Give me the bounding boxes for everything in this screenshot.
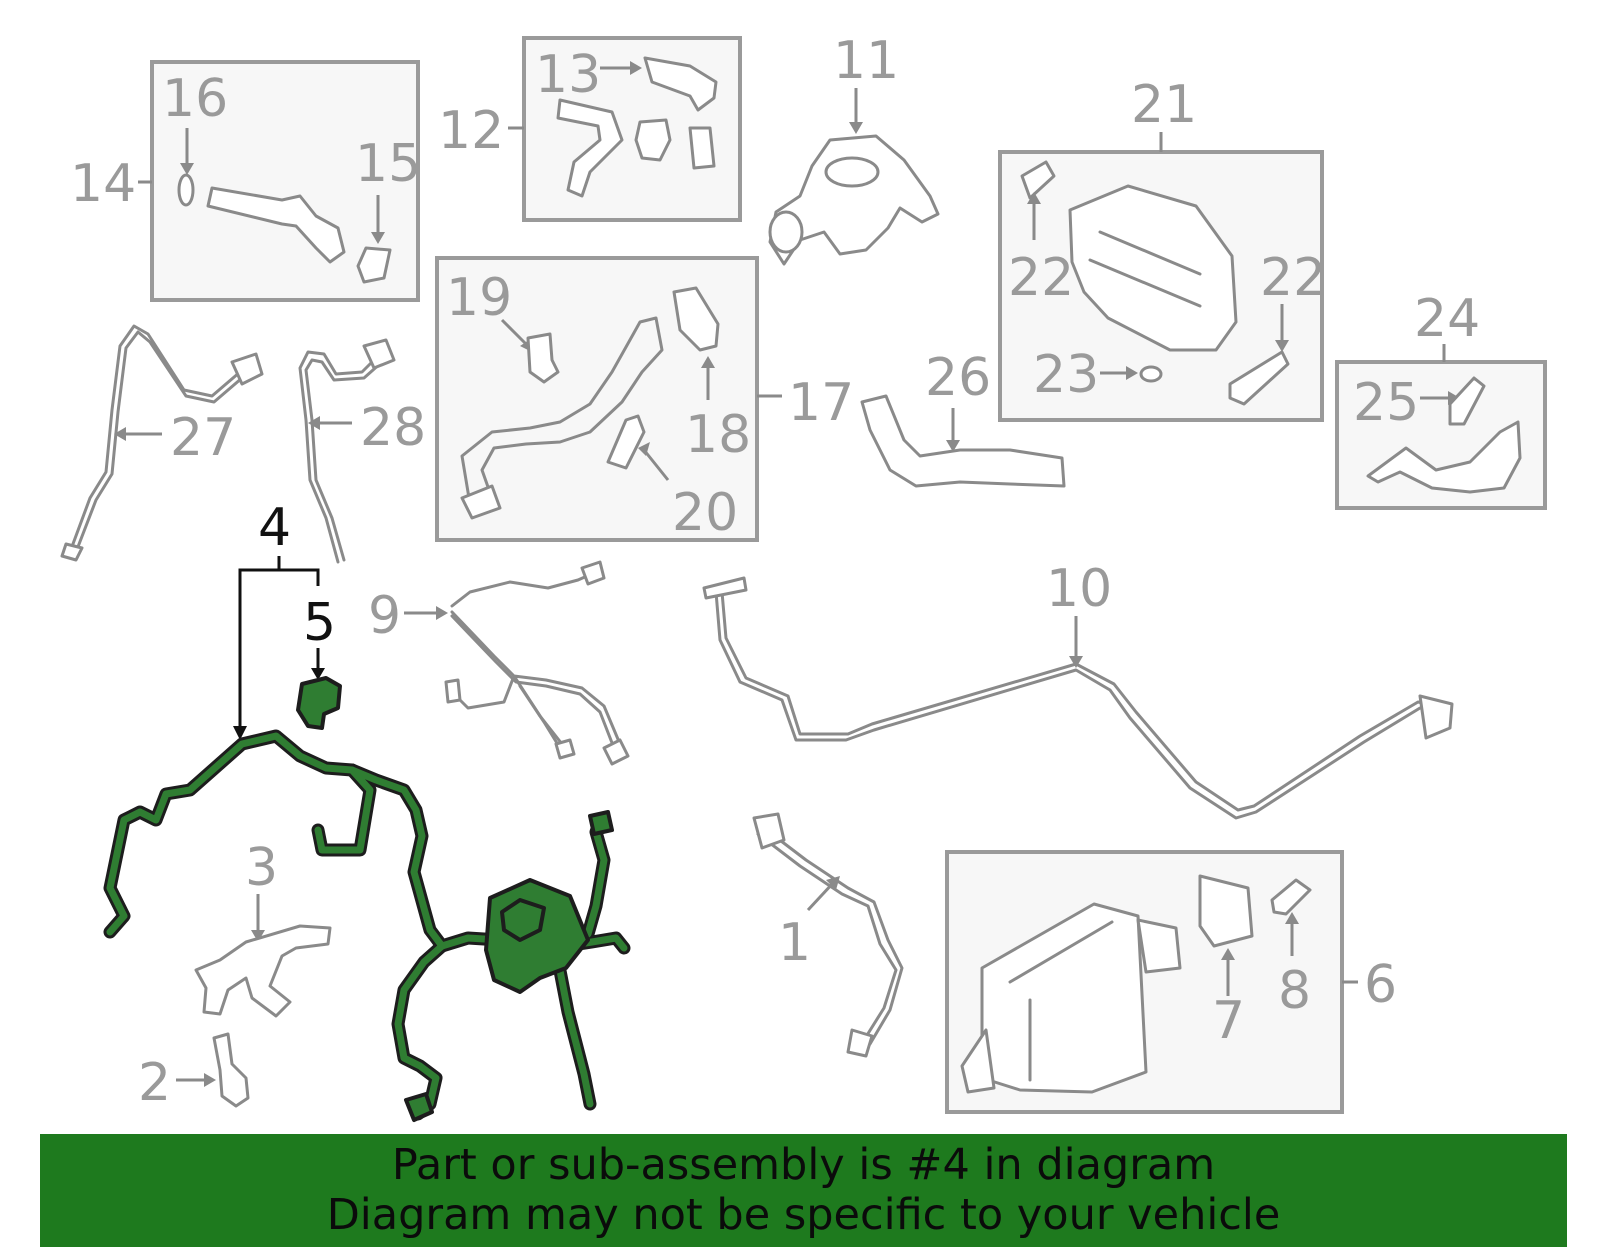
part-9[interactable]: 9 (368, 560, 630, 766)
oxygen-sensor-27 (68, 324, 242, 554)
callout-22a: 22 (1008, 248, 1074, 308)
group-box-17[interactable]: 17 19 18 20 (435, 256, 854, 543)
group-box-12[interactable]: 12 13 (438, 36, 742, 222)
module-7 (1198, 874, 1254, 948)
part-4-highlight[interactable]: 4 5 (103, 498, 631, 1122)
callout-22b: 22 (1260, 248, 1326, 308)
callout-14: 14 (70, 154, 136, 214)
callout-10: 10 (1046, 559, 1112, 619)
group-box-6[interactable]: 6 7 8 (945, 850, 1397, 1114)
part-3[interactable]: 3 (194, 838, 332, 1018)
part-26[interactable]: 26 (860, 348, 1066, 488)
part-27[interactable]: 27 (60, 324, 264, 562)
callout-17: 17 (788, 373, 854, 433)
callout-6: 6 (1364, 955, 1397, 1015)
pressure-sensor-13 (643, 56, 718, 112)
callout-20: 20 (672, 483, 738, 543)
callout-27: 27 (170, 408, 236, 468)
callout-23: 23 (1033, 345, 1099, 405)
harness-9 (450, 570, 622, 746)
banner-line-1: Part or sub-assembly is #4 in diagram (391, 1140, 1216, 1190)
callout-25: 25 (1353, 373, 1419, 433)
callout-5: 5 (303, 593, 336, 653)
clip (688, 126, 716, 170)
callout-4: 4 (258, 498, 291, 558)
wiring-harness-4 (103, 729, 631, 1122)
hose-3 (194, 924, 332, 1018)
gasket-22b (1228, 350, 1290, 406)
part-28[interactable]: 28 (298, 338, 426, 564)
group-box-21[interactable]: 21 22 22 23 (998, 75, 1326, 422)
sensor-19 (526, 332, 560, 384)
callout-12: 12 (438, 101, 504, 161)
sensor-5 (296, 676, 342, 730)
gasket-18 (672, 286, 720, 352)
callout-18: 18 (685, 405, 751, 465)
callout-9: 9 (368, 586, 401, 646)
egr-tube-24 (1366, 420, 1522, 494)
callout-2: 2 (138, 1053, 171, 1113)
line-10 (714, 590, 1448, 820)
bracket (556, 98, 624, 198)
callout-13: 13 (535, 45, 601, 105)
part-1[interactable]: 1 (752, 812, 904, 1058)
gasket-15 (356, 246, 392, 284)
oxygen-sensor-28 (298, 350, 382, 564)
callout-28: 28 (360, 398, 426, 458)
part-2[interactable]: 2 (138, 1032, 250, 1113)
callout-15: 15 (355, 134, 421, 194)
callout-16: 16 (162, 69, 228, 129)
callout-3: 3 (245, 838, 278, 898)
part-10[interactable]: 10 (702, 559, 1454, 820)
callout-7: 7 (1212, 991, 1245, 1051)
sensor-8 (1270, 878, 1312, 916)
callout-24: 24 (1414, 289, 1480, 349)
group-box-24[interactable]: 24 25 (1335, 289, 1547, 510)
part-11[interactable]: 11 (768, 31, 940, 266)
gasket-22a (1020, 160, 1056, 200)
hose-1 (756, 832, 898, 1042)
callout-11: 11 (833, 31, 899, 91)
hose-26 (860, 394, 1066, 488)
sensor-20 (606, 414, 646, 470)
egr-tube-17 (460, 316, 664, 506)
banner-line-2: Diagram may not be specific to your vehi… (326, 1190, 1281, 1240)
o-ring-16 (177, 173, 195, 207)
egr-cooler-21 (1068, 184, 1238, 352)
connector (634, 118, 672, 162)
connector-2 (212, 1032, 250, 1108)
egr-valve-11 (768, 134, 940, 266)
callout-1: 1 (778, 913, 811, 973)
callout-19: 19 (446, 268, 512, 328)
info-banner: Part or sub-assembly is #4 in diagram Di… (40, 1134, 1567, 1247)
group-box-14[interactable]: 14 16 15 (70, 60, 421, 302)
gasket-25 (1448, 376, 1486, 426)
callout-26: 26 (925, 348, 991, 408)
seal-23 (1139, 365, 1163, 383)
callout-8: 8 (1278, 961, 1311, 1021)
callout-21: 21 (1131, 75, 1197, 135)
egr-tube-part (206, 186, 346, 264)
